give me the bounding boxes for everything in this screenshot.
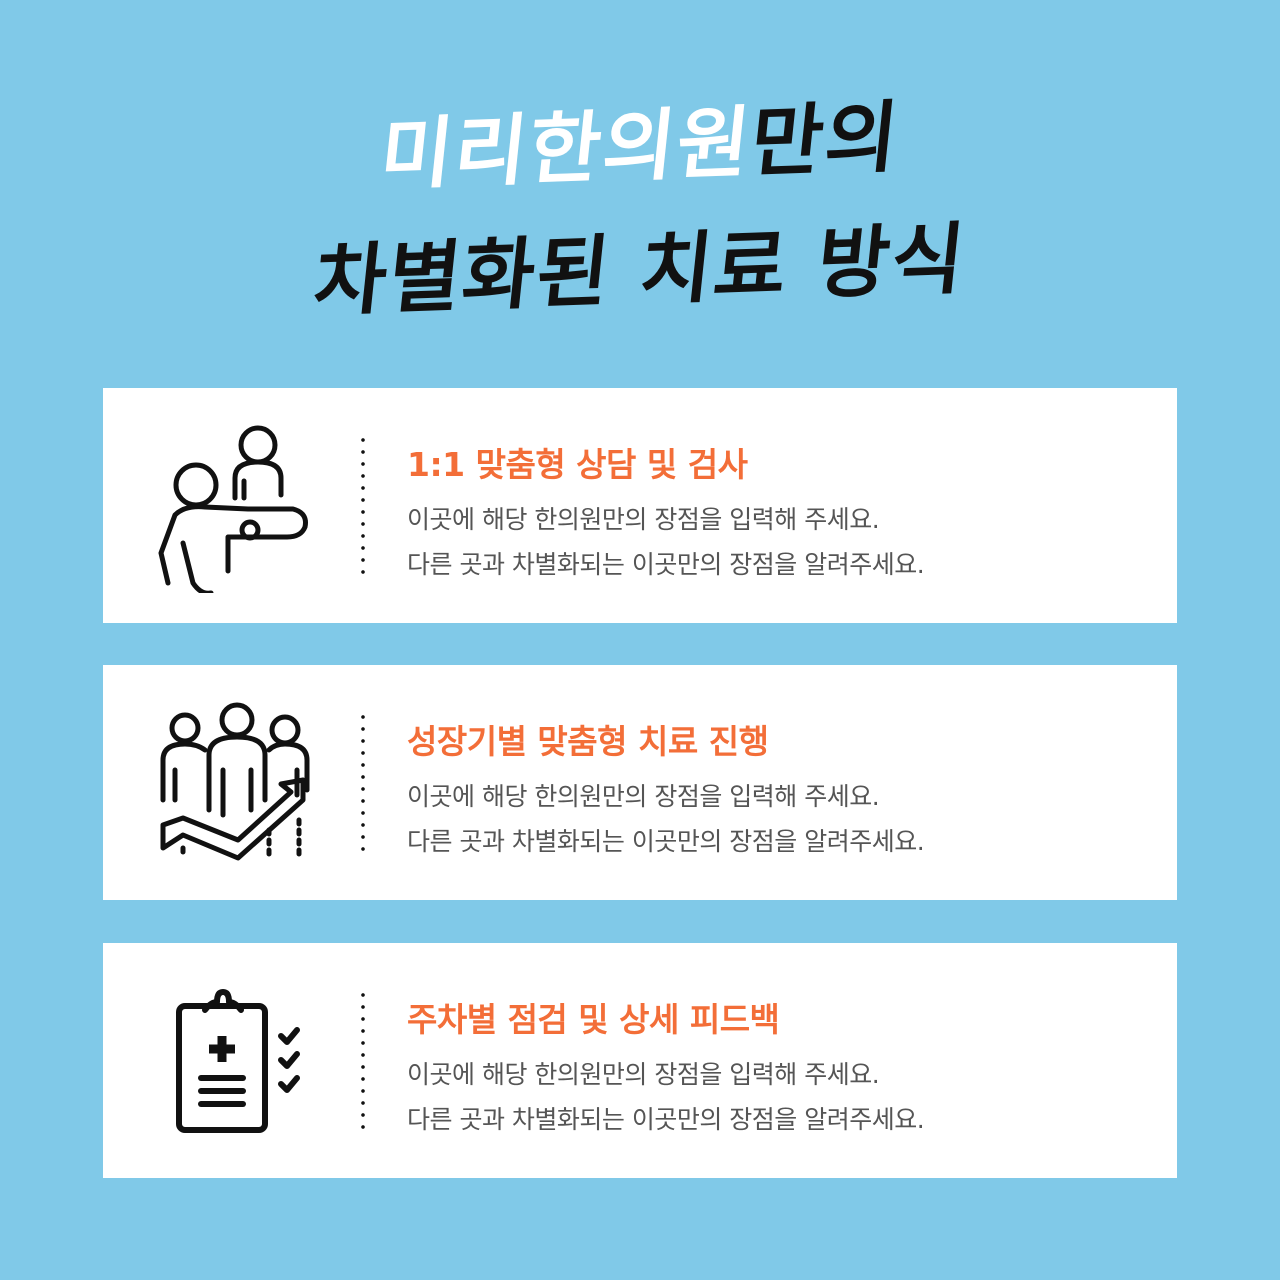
card-title: 성장기별 맞춤형 치료 진행 — [407, 722, 769, 761]
page-title-line-1: 미리한의원만의 — [0, 86, 1280, 209]
page-title-line-2: 차별화된 치료 방식 — [309, 214, 971, 328]
dotted-divider — [361, 989, 365, 1133]
feature-card-growth-treatment: 성장기별 맞춤형 치료 진행 이곳에 해당 한의원만의 장점을 입력해 주세요.… — [103, 665, 1177, 900]
feature-card-weekly-feedback: 주차별 점검 및 상세 피드백 이곳에 해당 한의원만의 장점을 입력해 주세요… — [103, 943, 1177, 1178]
card-description-line-1: 이곳에 해당 한의원만의 장점을 입력해 주세요. — [407, 1060, 880, 1089]
card-description-line-1: 이곳에 해당 한의원만의 장점을 입력해 주세요. — [407, 782, 880, 811]
group-growth-icon — [153, 700, 323, 870]
medical-clipboard-icon — [153, 978, 323, 1148]
dotted-divider — [361, 434, 365, 578]
card-description-line-2: 다른 곳과 차별화되는 이곳만의 장점을 알려주세요. — [407, 827, 925, 856]
dotted-divider — [361, 711, 365, 855]
card-title: 주차별 점검 및 상세 피드백 — [407, 1000, 780, 1039]
card-title: 1:1 맞춤형 상담 및 검사 — [407, 445, 748, 484]
consultation-icon — [153, 423, 323, 596]
feature-card-consultation: 1:1 맞춤형 상담 및 검사 이곳에 해당 한의원만의 장점을 입력해 주세요… — [103, 388, 1177, 623]
card-description-line-2: 다른 곳과 차별화되는 이곳만의 장점을 알려주세요. — [407, 550, 925, 579]
clinic-name: 미리한의원 — [375, 98, 756, 201]
title-suffix: 만의 — [746, 93, 905, 189]
card-description-line-1: 이곳에 해당 한의원만의 장점을 입력해 주세요. — [407, 505, 880, 534]
card-description-line-2: 다른 곳과 차별화되는 이곳만의 장점을 알려주세요. — [407, 1105, 925, 1134]
